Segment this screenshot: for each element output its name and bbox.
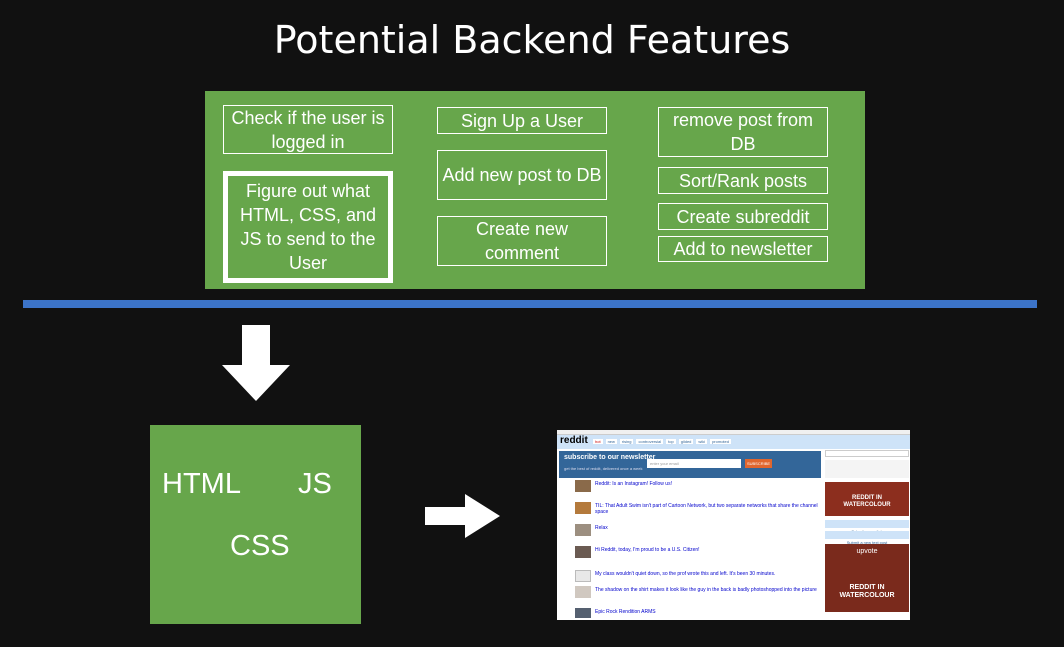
page-title: Potential Backend Features — [273, 18, 791, 62]
tech-html-label: HTML — [162, 468, 241, 500]
newsletter-subtext: get the best of reddit, delivered once a… — [564, 466, 643, 471]
newsletter-subscribe-button: SUBSCRIBE — [745, 459, 772, 468]
feature-remove-post: remove post from DB — [658, 107, 828, 157]
tech-js-label: JS — [298, 468, 332, 500]
newsletter-email-input: enter your email — [647, 459, 741, 468]
feature-add-post: Add new post to DB — [437, 150, 607, 200]
post-thumbnail — [575, 480, 591, 492]
feature-add-newsletter: Add to newsletter — [658, 236, 828, 262]
reddit-tab: promoted — [710, 439, 731, 444]
post-title: Hi Reddit, today, I'm proud to be a U.S.… — [595, 547, 700, 553]
reddit-tab: top — [666, 439, 676, 444]
reddit-screenshot: reddit hot new rising controversial top … — [557, 430, 910, 620]
ad-text: REDDIT IN WATERCOLOUR — [839, 584, 895, 599]
newsletter-banner: subscribe to our newsletter get the best… — [559, 451, 821, 478]
reddit-header: reddit hot new rising controversial top … — [557, 435, 910, 449]
post-title: Relax — [595, 525, 608, 531]
tech-css-label: CSS — [230, 530, 290, 562]
list-item: Hi Reddit, today, I'm proud to be a U.S.… — [561, 546, 823, 560]
reddit-tab: new — [605, 439, 617, 444]
reddit-tab: gilded — [678, 439, 694, 444]
arrow-right-icon — [425, 494, 500, 538]
reddit-tab: rising — [619, 439, 634, 444]
newsletter-heading: subscribe to our newsletter — [564, 454, 656, 461]
post-thumbnail — [575, 546, 591, 558]
reddit-sidebar: REDDIT IN WATERCOLOUR Submit a new link … — [825, 450, 909, 620]
list-item: The shadow on the shirt makes it look li… — [561, 586, 823, 600]
features-panel: Check if the user is logged in Figure ou… — [205, 91, 865, 289]
list-item: Reddit: Is an Instagram! Follow us! — [561, 480, 823, 494]
submit-text-button: Submit a new text post — [825, 531, 909, 545]
ad-text: REDDIT IN WATERCOLOUR — [843, 495, 891, 508]
reddit-tabs: hot new rising controversial top gilded … — [593, 439, 731, 444]
reddit-topbar — [557, 430, 910, 435]
reddit-tab: wiki — [696, 439, 708, 444]
post-thumbnail — [575, 570, 591, 582]
sidebar-ad-1: REDDIT IN WATERCOLOUR — [825, 482, 909, 516]
submit-text-label: Submit a new text post — [846, 540, 888, 545]
submit-link-button: Submit a new link — [825, 520, 909, 534]
reddit-tab: hot — [593, 439, 603, 444]
sidebar-ad-2: upvote REDDIT IN WATERCOLOUR — [825, 544, 909, 612]
feature-create-subreddit: Create subreddit — [658, 203, 828, 230]
sidebar-search — [825, 450, 909, 457]
sidebar-login — [825, 460, 909, 478]
divider-line — [23, 300, 1037, 308]
post-title: My class wouldn't quiet down, so the pro… — [595, 571, 776, 577]
reddit-tab: controversial — [636, 439, 664, 444]
ad-brand: upvote — [856, 548, 878, 555]
feature-sort-rank: Sort/Rank posts — [658, 167, 828, 194]
list-item: TIL: That Adult Swim isn't part of Carto… — [561, 502, 823, 516]
post-title: Epic Rock Rendition ARMS — [595, 609, 656, 615]
feature-sign-up: Sign Up a User — [437, 107, 607, 134]
list-item: Epic Rock Rendition ARMS — [561, 608, 823, 620]
feature-figure-out-response: Figure out what HTML, CSS, and JS to sen… — [223, 171, 393, 283]
arrow-down-icon — [222, 325, 290, 401]
post-title: The shadow on the shirt makes it look li… — [595, 587, 817, 593]
feature-create-comment: Create new comment — [437, 216, 607, 266]
tech-stack-box: HTML JS CSS — [150, 425, 361, 624]
feature-check-logged-in: Check if the user is logged in — [223, 105, 393, 154]
list-item: Relax — [561, 524, 823, 538]
post-title: Reddit: Is an Instagram! Follow us! — [595, 481, 672, 487]
post-thumbnail — [575, 586, 591, 598]
list-item: My class wouldn't quiet down, so the pro… — [561, 570, 823, 584]
post-thumbnail — [575, 502, 591, 514]
post-thumbnail — [575, 608, 591, 618]
post-thumbnail — [575, 524, 591, 536]
reddit-logo: reddit — [560, 435, 588, 446]
post-title: TIL: That Adult Swim isn't part of Carto… — [595, 503, 818, 515]
